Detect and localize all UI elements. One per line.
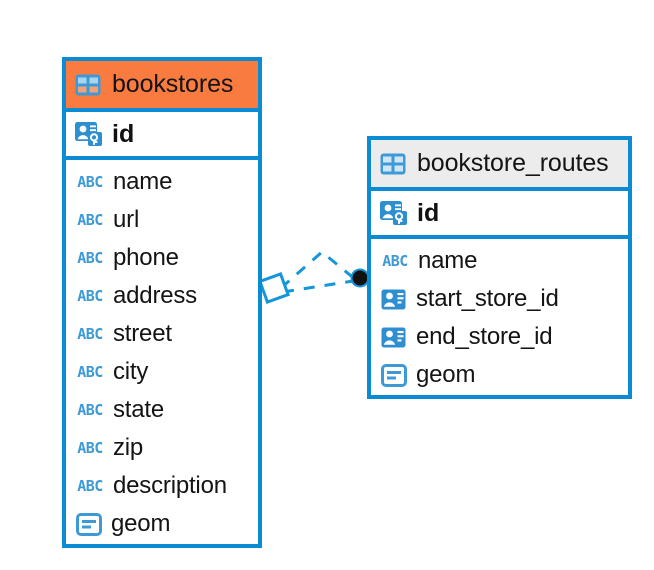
abc-icon: ABC xyxy=(77,286,103,305)
field-label: street xyxy=(113,320,172,347)
field-row-state[interactable]: ABC state xyxy=(66,391,258,429)
field-label: name xyxy=(113,168,173,195)
field-label: zip xyxy=(113,434,144,461)
entity-bookstores[interactable]: bookstores id xyxy=(62,57,262,548)
field-row-start-store-id[interactable]: start_store_id xyxy=(371,280,628,318)
entity-bookstore-routes-header[interactable]: bookstore_routes xyxy=(371,140,628,191)
field-label: state xyxy=(113,396,165,423)
field-label: end_store_id xyxy=(416,323,553,350)
field-label: address xyxy=(113,282,197,309)
field-label: geom xyxy=(416,361,476,388)
field-label: phone xyxy=(113,244,179,271)
field-row-street[interactable]: ABC street xyxy=(66,315,258,353)
table-icon xyxy=(380,153,406,175)
entity-bookstore-routes-primary-key-row[interactable]: id xyxy=(371,191,628,239)
field-row-geom[interactable]: geom xyxy=(66,505,258,543)
field-row-geom[interactable]: geom xyxy=(371,356,628,394)
primary-key-icon xyxy=(380,200,408,226)
entity-bookstores-primary-key-label: id xyxy=(112,119,135,148)
abc-icon: ABC xyxy=(77,210,103,229)
entity-bookstores-header[interactable]: bookstores xyxy=(66,61,258,112)
entity-bookstore-routes-field-list: ABC name start_store_id xyxy=(371,239,628,397)
field-row-name[interactable]: ABC name xyxy=(371,242,628,280)
abc-icon: ABC xyxy=(77,248,103,267)
field-label: name xyxy=(418,247,478,274)
entity-bookstore-routes[interactable]: bookstore_routes id xyxy=(367,136,632,399)
geometry-icon xyxy=(76,512,102,536)
field-label: city xyxy=(113,358,149,385)
entity-bookstores-field-list: ABC name ABC url ABC phone ABC address A… xyxy=(66,160,258,546)
abc-icon: ABC xyxy=(77,324,103,343)
field-row-zip[interactable]: ABC zip xyxy=(66,429,258,467)
field-row-name[interactable]: ABC name xyxy=(66,163,258,201)
diamond-marker xyxy=(257,271,291,305)
field-label: url xyxy=(113,206,140,233)
abc-icon: ABC xyxy=(77,172,103,191)
field-label: start_store_id xyxy=(416,285,559,312)
geometry-icon xyxy=(381,363,407,387)
foreign-key-icon xyxy=(381,326,407,349)
abc-icon: ABC xyxy=(77,438,103,457)
field-row-description[interactable]: ABC description xyxy=(66,467,258,505)
entity-bookstores-primary-key-row[interactable]: id xyxy=(66,112,258,160)
foreign-key-icon xyxy=(381,288,407,311)
entity-bookstore-routes-title: bookstore_routes xyxy=(417,149,609,177)
abc-icon: ABC xyxy=(77,476,103,495)
abc-icon: ABC xyxy=(77,362,103,381)
field-label: description xyxy=(113,472,227,499)
abc-icon: ABC xyxy=(382,251,408,270)
field-row-url[interactable]: ABC url xyxy=(66,201,258,239)
abc-icon: ABC xyxy=(77,400,103,419)
relationship-line-lower xyxy=(282,279,354,294)
field-row-address[interactable]: ABC address xyxy=(66,277,258,315)
entity-bookstores-title: bookstores xyxy=(112,70,234,98)
relationship-line-upper xyxy=(280,250,357,290)
table-icon xyxy=(75,74,101,96)
field-label: geom xyxy=(111,510,171,537)
field-row-phone[interactable]: ABC phone xyxy=(66,239,258,277)
field-row-end-store-id[interactable]: end_store_id xyxy=(371,318,628,356)
primary-key-icon xyxy=(75,121,103,147)
field-row-city[interactable]: ABC city xyxy=(66,353,258,391)
entity-bookstore-routes-primary-key-label: id xyxy=(417,198,440,227)
